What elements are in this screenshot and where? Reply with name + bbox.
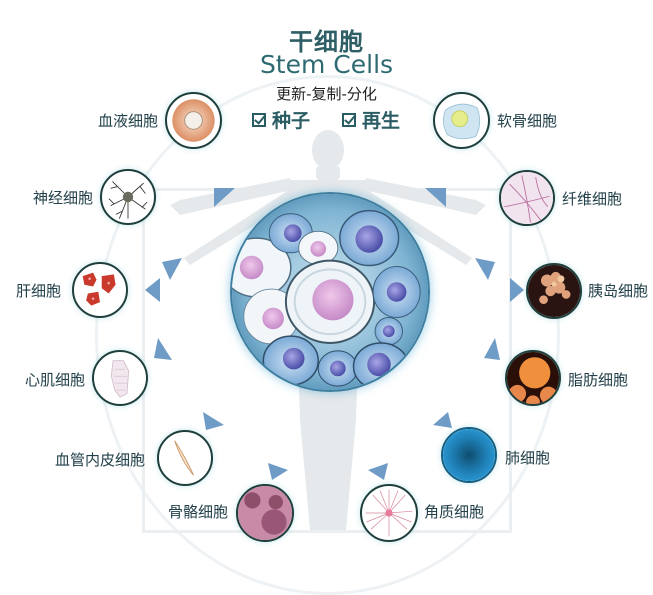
arrow-icon xyxy=(154,338,172,360)
arrow-icon xyxy=(475,258,495,280)
arrow-icon xyxy=(162,258,182,280)
liver-cell-icon xyxy=(72,262,128,318)
label-islet-cell: 胰岛细胞 xyxy=(588,282,649,300)
arrow-icon xyxy=(484,338,500,360)
feature-label: 再生 xyxy=(362,110,401,132)
arrow-icon xyxy=(203,412,224,430)
chondrocyte-icon xyxy=(433,92,490,149)
label-cardiomyocyte: 心肌细胞 xyxy=(24,371,85,389)
label-adipocyte: 脂肪细胞 xyxy=(568,371,629,389)
title-english: Stem Cells xyxy=(259,50,394,79)
fibrocyte-icon xyxy=(499,170,555,226)
keratinocyte-icon xyxy=(360,484,418,542)
arrow-icon xyxy=(425,188,446,207)
label-lung-cell: 肺细胞 xyxy=(505,449,551,467)
label-blood-cell: 血液细胞 xyxy=(97,112,158,130)
feature-seed: 种子 xyxy=(252,106,310,133)
arrow-icon xyxy=(268,463,288,480)
subtitle: 更新-复制-分化 xyxy=(276,85,377,103)
arrow-icon xyxy=(510,278,524,302)
lung-cell-icon xyxy=(441,427,497,483)
skeletal-cell-icon xyxy=(236,484,294,542)
arrow-icon xyxy=(145,278,160,302)
feature-regeneration: 再生 xyxy=(342,106,400,133)
checkbox-icon xyxy=(252,112,266,127)
neuron-icon xyxy=(100,169,156,225)
label-neuron: 神经细胞 xyxy=(32,189,93,207)
label-endothelial-cell: 血管内皮细胞 xyxy=(54,451,145,469)
endothelial-cell-icon xyxy=(157,430,213,486)
checkbox-icon xyxy=(342,112,356,127)
label-fibrocyte: 纤维细胞 xyxy=(562,190,623,208)
title-chinese: 干细胞 xyxy=(289,28,364,56)
stem-cell-diagram: 干细胞 Stem Cells 更新-复制-分化 种子 再生 xyxy=(0,0,653,530)
stem-cell-image xyxy=(230,192,430,392)
blood-cell-icon xyxy=(165,92,222,149)
feature-label: 种子 xyxy=(272,110,311,132)
adipocyte-icon xyxy=(505,350,561,406)
arrow-icon xyxy=(214,188,235,207)
label-keratinocyte: 角质细胞 xyxy=(424,503,485,521)
cardiomyocyte-icon xyxy=(92,350,148,406)
label-liver-cell: 肝细胞 xyxy=(16,282,62,300)
arrow-icons xyxy=(145,188,524,480)
islet-cell-icon xyxy=(526,263,582,319)
label-chondrocyte: 软骨细胞 xyxy=(497,112,558,130)
arrow-icon xyxy=(433,412,452,428)
label-skeletal-cell: 骨骼细胞 xyxy=(167,503,228,521)
arrow-icon xyxy=(368,463,388,480)
